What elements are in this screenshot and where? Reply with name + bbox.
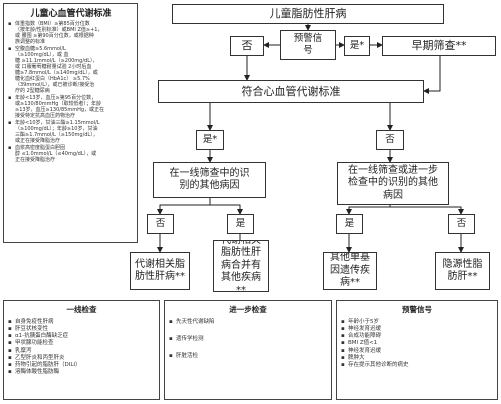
list-item: 溶酶体酸性脂肪酶 [8, 369, 155, 376]
node-yes-left: 是* [196, 130, 224, 150]
list-item: 甲状腺功能检查 [8, 340, 155, 347]
first-line-panel: 一线检查 自身免疫性肝病 肝豆状核变性 α1-抗胰蛋白酶缺乏症 甲状腺功能检查 … [3, 300, 160, 400]
first-line-list: 自身免疫性肝病 肝豆状核变性 α1-抗胰蛋白酶缺乏症 甲状腺功能检查 乳糜泻 乙… [8, 319, 155, 376]
criteria-item: 体重指数（BMI）≥第85百分位数 （按年龄/性别标准）或BMI Z值≥+1， … [8, 21, 134, 45]
node-warning-signs: 预警信号 [280, 30, 336, 60]
node-yes-lr: 是 [227, 214, 254, 234]
warning-panel: 预警信号 年龄小于5岁 神经发育迟缓 合成功能障碍 BMI Z值<1 神经发育迟… [336, 300, 498, 400]
arrow-firstline-to-no-ll [157, 198, 211, 215]
criteria-list: 体重指数（BMI）≥第85百分位数 （按年龄/性别标准）或BMI Z值≥+1， … [8, 21, 134, 163]
node-no-top: 否 [230, 36, 264, 56]
warning-panel-title: 预警信号 [402, 305, 432, 314]
list-item: 神经发育迟缓 [341, 326, 493, 333]
list-item: 存在提示其他诊断的病史 [341, 362, 493, 369]
list-item: 药物引起的脂肪肝（DILI） [8, 362, 155, 369]
node-outcome-1: 代谢相关脂肪性肝病** [130, 252, 190, 290]
list-item: BMI Z值<1 [341, 340, 493, 347]
first-line-panel-title: 一线检查 [66, 305, 97, 314]
list-item: α1-抗胰蛋白酶缺乏症 [8, 333, 155, 340]
arrow-early-to-criteria [423, 56, 441, 94]
node-no-rr: 否 [448, 214, 475, 234]
node-yes-rl: 是 [336, 214, 363, 234]
criteria-item: 空腹血糖≥5.6mmol/L （≥100mg/dL），或 血 糖 ≥11.1mm… [8, 46, 134, 94]
criteria-item: 血浆高密度脂蛋白胆固 醇 ≤1.0mmol/L（≤40mg/dL），或 正在接受… [8, 145, 134, 163]
list-item: 肝脏活检 [169, 353, 327, 360]
node-no-ll: 否 [147, 214, 174, 234]
list-item: 先天性代谢缺陷 [169, 319, 327, 326]
list-item: 遗传学检测 [169, 336, 327, 343]
criteria-panel: 儿童心血管代谢标准 体重指数（BMI）≥第85百分位数 （按年龄/性别标准）或B… [3, 3, 138, 243]
list-item: 乙型肝炎和丙型肝炎 [8, 355, 155, 362]
criteria-panel-title: 儿童心血管代谢标准 [30, 9, 112, 19]
further-list: 先天性代谢缺陷 遗传学检测 肝脏活检 [169, 319, 327, 361]
node-no-right: 否 [376, 130, 404, 150]
list-item: 乳糜泻 [8, 348, 155, 355]
node-outcome-3: 其他单基因遗传疾病** [323, 252, 377, 290]
node-first-line-right: 在一线筛查或进一步检查中的识别的其他病因 [337, 162, 449, 205]
list-item: 神经发育迟缓 [341, 348, 493, 355]
arrow-firstline-right-to-no [390, 206, 464, 215]
node-early-screening: 早期筛查** [382, 36, 496, 56]
node-first-line-left: 在一线筛查中的识别的其他病因 [153, 162, 266, 198]
list-item: 年龄小于5岁 [341, 319, 493, 326]
criteria-item: 年龄<10岁，甘油三酯≥1.15mmol/L （≥100mg/dL）；年龄≥10… [8, 120, 134, 144]
further-panel-title: 进一步检查 [229, 305, 267, 314]
arrow-firstline-right-to-yes [346, 205, 391, 215]
list-item: 合成功能障碍 [341, 333, 493, 340]
node-meets-criteria: 符合心血管代谢标准 [158, 80, 424, 103]
node-yes-top: 是* [344, 36, 370, 56]
node-outcome-4: 隐源性脂肪肝** [435, 252, 490, 290]
node-title: 儿童脂肪性肝病 [172, 4, 444, 24]
list-item: 脾肿大 [341, 355, 493, 362]
arrow-firstline-to-yes-lr [210, 204, 243, 215]
criteria-item: 年龄<13岁，血压≥第95百分位数， 或≥130/80mmHg（取较低者）；年龄… [8, 95, 134, 119]
list-item: 自身免疫性肝病 [8, 319, 155, 326]
warning-list: 年龄小于5岁 神经发育迟缓 合成功能障碍 BMI Z值<1 神经发育迟缓 脾肿大… [341, 319, 493, 369]
list-item: 肝豆状核变性 [8, 326, 155, 333]
further-panel: 进一步检查 先天性代谢缺陷 遗传学检测 肝脏活检 [164, 300, 332, 400]
node-outcome-2: 代谢相关脂肪性肝病合并有其他疾病** [213, 240, 269, 292]
